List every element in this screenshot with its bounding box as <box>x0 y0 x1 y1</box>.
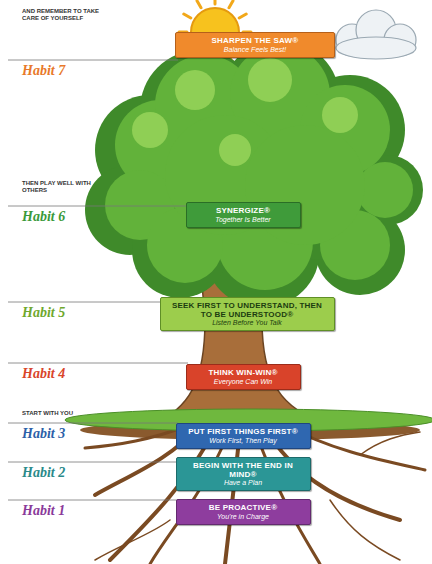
leader-lines <box>8 60 188 500</box>
habit-name: SYNERGIZE® <box>192 206 295 215</box>
root <box>225 430 240 564</box>
leaf-highlight <box>322 97 358 133</box>
section-heading: AND REMEMBER TO TAKE CARE OF YOURSELF <box>22 8 112 22</box>
habit-sign: SHARPEN THE SAW®Balance Feels Best! <box>175 32 335 57</box>
habit-sign: BE PROACTIVE®You're in Charge <box>176 499 311 524</box>
habit-name: BEGIN WITH THE END IN MIND® <box>182 461 305 479</box>
habit-motto: Work First, Then Play <box>182 437 305 445</box>
root <box>95 520 170 560</box>
habit-motto: You're in Charge <box>182 513 305 521</box>
habit-number: Habit 7 <box>22 63 92 79</box>
leader-line <box>8 462 178 463</box>
habit-name: SHARPEN THE SAW® <box>181 36 329 45</box>
canopy-shadow <box>85 40 423 308</box>
leader-line <box>8 60 178 61</box>
leader-line <box>8 363 188 364</box>
root <box>150 430 230 564</box>
habit-sign: PUT FIRST THINGS FIRST®Work First, Then … <box>176 423 311 448</box>
habit-number: Habit 1 <box>22 503 92 519</box>
habit-motto: Everyone Can Win <box>192 378 295 386</box>
root <box>360 432 420 455</box>
habit-number: Habit 4 <box>22 366 92 382</box>
habit-motto: Together Is Better <box>192 216 295 224</box>
root <box>330 500 400 560</box>
habit-number: Habit 2 <box>22 465 92 481</box>
habit-motto: Balance Feels Best! <box>181 46 329 54</box>
habit-sign: SEEK FIRST TO UNDERSTAND, THEN TO BE UND… <box>160 297 335 331</box>
habit-motto: Listen Before You Talk <box>166 319 329 327</box>
leaf-highlight <box>248 58 292 102</box>
habit-number: Habit 6 <box>22 209 92 225</box>
cloud-base <box>336 37 416 59</box>
leader-line <box>8 500 178 501</box>
section-heading: THEN PLAY WELL WITH OTHERS <box>22 180 102 194</box>
leaf-cluster <box>357 162 413 218</box>
leader-line <box>8 206 188 207</box>
habit-sign: THINK WIN-WIN®Everyone Can Win <box>186 364 301 389</box>
habit-sign: SYNERGIZE®Together Is Better <box>186 202 301 227</box>
leaf-highlight <box>132 112 168 148</box>
habit-sign: BEGIN WITH THE END IN MIND®Have a Plan <box>176 457 311 491</box>
habit-name: BE PROACTIVE® <box>182 503 305 512</box>
leader-line <box>8 302 162 303</box>
habit-name: THINK WIN-WIN® <box>192 368 295 377</box>
habit-name: SEEK FIRST TO UNDERSTAND, THEN TO BE UND… <box>166 301 329 319</box>
habit-number: Habit 3 <box>22 426 92 442</box>
canopy-leaves <box>105 45 413 290</box>
leaf-highlight <box>175 70 215 110</box>
leaf-highlight <box>219 134 251 166</box>
habit-name: PUT FIRST THINGS FIRST® <box>182 427 305 436</box>
canopy-highlights <box>132 58 358 166</box>
habit-motto: Have a Plan <box>182 479 305 487</box>
section-heading: START WITH YOU <box>22 410 112 417</box>
cloud <box>336 10 416 59</box>
leader-line <box>8 423 178 424</box>
root <box>255 430 320 564</box>
habit-number: Habit 5 <box>22 305 92 321</box>
